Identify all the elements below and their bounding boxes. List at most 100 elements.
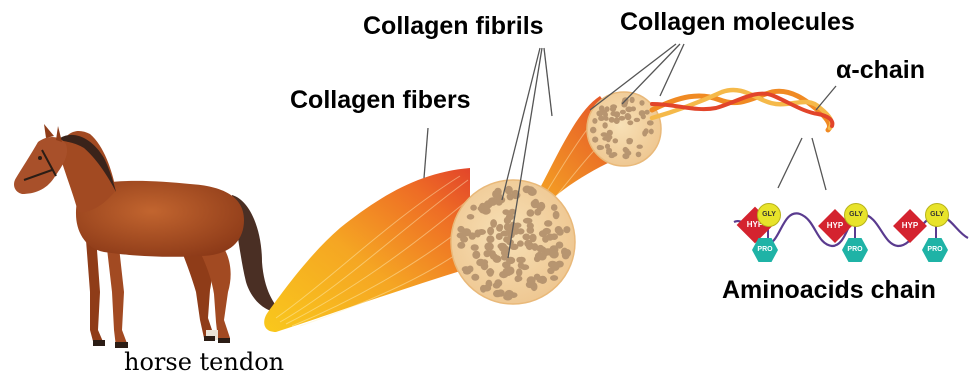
label-horse-tendon: horse tendon bbox=[124, 350, 284, 374]
fibril-dot bbox=[493, 290, 502, 297]
fibril-dot bbox=[631, 106, 636, 111]
fibril-dot bbox=[467, 266, 474, 273]
fibril-dot bbox=[501, 254, 508, 260]
fibril-dot bbox=[542, 228, 551, 234]
label-collagen-fibrils: Collagen fibrils bbox=[363, 14, 544, 39]
fibril-dot bbox=[481, 207, 491, 215]
label-aminoacids-chain: Aminoacids chain bbox=[722, 278, 936, 303]
fibril-dot bbox=[457, 242, 465, 249]
fibril-dot bbox=[488, 197, 497, 206]
fibril-dot bbox=[563, 249, 571, 257]
fibril-dot bbox=[604, 116, 609, 121]
fibril-dot bbox=[538, 202, 546, 210]
fibril-dot bbox=[610, 111, 617, 116]
fibril-dot bbox=[550, 275, 558, 281]
fibril-dot bbox=[630, 97, 635, 103]
fibril-dot bbox=[551, 204, 558, 211]
fibril-dot bbox=[516, 257, 523, 263]
fibril-dot bbox=[614, 117, 620, 124]
fibril-dot bbox=[486, 269, 494, 275]
fibril-dot bbox=[627, 120, 633, 125]
pro-label-2: PRO bbox=[842, 246, 868, 253]
fibril-dot bbox=[625, 113, 631, 119]
fibril-dot bbox=[523, 186, 532, 194]
fibril-dot bbox=[626, 138, 633, 144]
fibril-dot bbox=[637, 145, 643, 149]
fibril-dot bbox=[622, 153, 629, 159]
fibril-dot bbox=[526, 281, 534, 288]
fibril-dot bbox=[553, 211, 560, 220]
fibril-dot bbox=[486, 280, 493, 288]
fibril-dot bbox=[620, 110, 626, 115]
fibril-dot bbox=[484, 250, 491, 257]
fibril-dot bbox=[556, 228, 564, 236]
fibril-dot bbox=[484, 242, 493, 251]
fibril-dot bbox=[487, 227, 494, 235]
fibril-dot bbox=[471, 244, 479, 251]
horse-illustration bbox=[14, 124, 282, 348]
fibril-dot bbox=[534, 274, 541, 280]
fibril-dot bbox=[498, 243, 507, 250]
gly-label-3: GLY bbox=[925, 211, 949, 218]
fibril-dot bbox=[609, 154, 615, 158]
fibril-dot bbox=[490, 219, 497, 228]
fibril-dot bbox=[477, 229, 486, 235]
fibril-dot bbox=[470, 205, 477, 211]
fibril-dot bbox=[527, 223, 534, 230]
fibril-dot bbox=[605, 106, 610, 112]
fibril-dot bbox=[599, 105, 605, 111]
gly-label-1: GLY bbox=[757, 211, 781, 218]
fibril-dot bbox=[472, 251, 480, 259]
fibril-dot bbox=[639, 110, 646, 116]
fibril-dot bbox=[510, 244, 519, 250]
fibril-dot bbox=[460, 236, 468, 242]
fibril-dot bbox=[497, 224, 503, 230]
fibril-dot bbox=[476, 259, 485, 267]
label-collagen-fibers: Collagen fibers bbox=[290, 88, 471, 113]
fibril-dot bbox=[527, 209, 535, 217]
gly-label-2: GLY bbox=[844, 211, 868, 218]
fibril-dot bbox=[471, 274, 479, 281]
fibril-dot bbox=[504, 217, 511, 225]
pro-label-1: PRO bbox=[752, 246, 778, 253]
fibril-dot bbox=[590, 127, 596, 134]
fibril-dot bbox=[500, 231, 509, 237]
label-alpha-chain: α-chain bbox=[836, 58, 925, 83]
fibril-dot bbox=[546, 234, 554, 241]
fibril-dot bbox=[610, 107, 616, 112]
fibril-dot bbox=[486, 235, 494, 243]
fibril-dot bbox=[592, 118, 597, 124]
fibril-dot bbox=[605, 144, 610, 149]
fibril-dot bbox=[535, 252, 543, 260]
hyp-label-3: HYP bbox=[898, 222, 922, 230]
fibril-dot bbox=[602, 137, 609, 141]
fibril-dot bbox=[515, 276, 522, 282]
fibril-dot bbox=[613, 138, 619, 143]
fibril-dot bbox=[602, 122, 607, 128]
label-collagen-molecules: Collagen molecules bbox=[620, 10, 855, 35]
fibril-dot bbox=[647, 120, 654, 125]
fibril-dot bbox=[639, 100, 644, 106]
fibril-dot bbox=[563, 226, 570, 233]
fibril-dot bbox=[524, 240, 532, 248]
fibril-dot bbox=[492, 190, 500, 199]
fibril-dot bbox=[462, 228, 471, 236]
fibril-dot bbox=[505, 186, 513, 195]
fibril-dot bbox=[623, 147, 629, 152]
fibril-dot bbox=[649, 129, 654, 135]
fibril-dot bbox=[493, 255, 502, 263]
fibril-dot bbox=[544, 220, 552, 227]
fibril-dot bbox=[494, 279, 502, 287]
fibril-dot bbox=[644, 128, 649, 134]
fibril-dot bbox=[505, 290, 514, 299]
fibril-dot bbox=[522, 234, 530, 241]
fibril-dot bbox=[502, 209, 509, 215]
fibril-dot bbox=[592, 137, 598, 143]
fibril-dot bbox=[516, 268, 522, 276]
fibril-dot bbox=[645, 110, 650, 115]
fibril-dot bbox=[467, 214, 475, 220]
fibril-dot bbox=[636, 152, 642, 158]
hyp-label-2: HYP bbox=[823, 222, 847, 230]
